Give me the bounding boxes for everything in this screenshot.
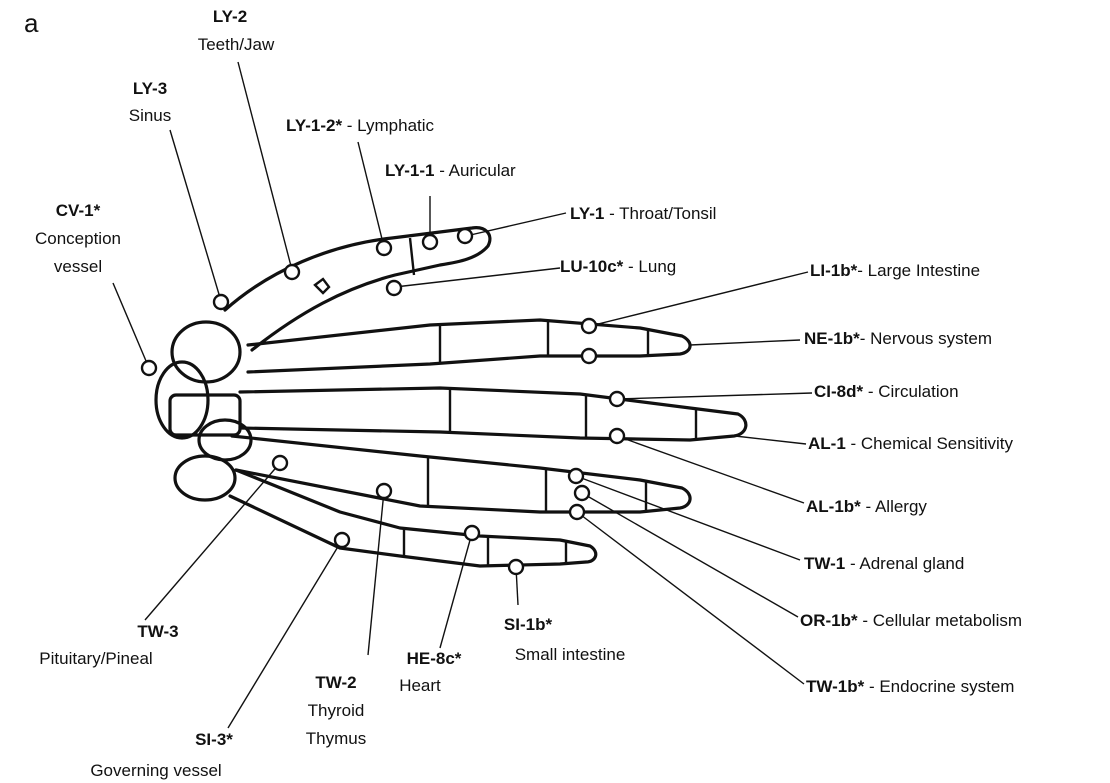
point-tw2 bbox=[377, 484, 391, 498]
label-lu10c: LU-10c* - Lung bbox=[560, 257, 676, 276]
point-al1 bbox=[610, 429, 624, 443]
label-cv1-desc: Conception bbox=[35, 229, 121, 248]
label-si1b-code: SI-1b* bbox=[504, 615, 553, 634]
label-tw1b: TW-1b* - Endocrine system bbox=[806, 677, 1014, 696]
label-he8c-code: HE-8c* bbox=[407, 649, 462, 668]
label-si3-desc: Governing vessel bbox=[90, 761, 221, 780]
point-ly12 bbox=[377, 241, 391, 255]
point-tw1 bbox=[569, 469, 583, 483]
point-ly3 bbox=[214, 295, 228, 309]
label-al1: AL-1 - Chemical Sensitivity bbox=[808, 434, 1013, 453]
label-tw1: TW-1 - Adrenal gland bbox=[804, 554, 964, 573]
label-ly11: LY-1-1 - Auricular bbox=[385, 161, 516, 180]
point-tw1b bbox=[570, 505, 584, 519]
label-al1b: AL-1b* - Allergy bbox=[806, 497, 927, 516]
label-ly2-desc: Teeth/Jaw bbox=[198, 35, 275, 54]
label-tw3-code: TW-3 bbox=[137, 622, 178, 641]
panel-label: a bbox=[24, 8, 39, 38]
label-ly1: LY-1 - Throat/Tonsil bbox=[570, 204, 716, 223]
point-li1b bbox=[582, 319, 596, 333]
point-lu10c bbox=[387, 281, 401, 295]
hand-skeleton bbox=[156, 228, 746, 566]
label-tw3-desc: Pituitary/Pineal bbox=[39, 649, 152, 668]
label-si3-code: SI-3* bbox=[195, 730, 233, 749]
point-tw3 bbox=[273, 456, 287, 470]
label-li1b: LI-1b*- Large Intestine bbox=[810, 261, 980, 280]
point-ci8d bbox=[610, 392, 624, 406]
label-ly12: LY-1-2* - Lymphatic bbox=[286, 116, 435, 135]
label-ly3-code: LY-3 bbox=[133, 79, 167, 98]
middle-finger-bones bbox=[240, 388, 746, 440]
point-or1b bbox=[575, 486, 589, 500]
label-si1b-desc: Small intestine bbox=[515, 645, 626, 664]
label-or1b: OR-1b* - Cellular metabolism bbox=[800, 611, 1022, 630]
carpal-bone-lower bbox=[175, 456, 235, 500]
little-finger-bones bbox=[230, 470, 596, 566]
carpal-bone-upper bbox=[172, 322, 240, 382]
point-he8c bbox=[465, 526, 479, 540]
point-ne1b bbox=[582, 349, 596, 363]
label-ly2-code: LY-2 bbox=[213, 7, 247, 26]
label-tw2-code: TW-2 bbox=[315, 673, 356, 692]
label-ci8d: CI-8d* - Circulation bbox=[814, 382, 959, 401]
label-tw2-desc: Thyroid bbox=[308, 701, 365, 720]
label-ne1b: NE-1b*- Nervous system bbox=[804, 329, 992, 348]
thumb-sesamoid bbox=[315, 279, 329, 293]
carpal-bone-distal bbox=[199, 420, 251, 460]
label-cv1-desc2: vessel bbox=[54, 257, 102, 276]
label-cv1-code: CV-1* bbox=[56, 201, 101, 220]
point-ly2 bbox=[285, 265, 299, 279]
point-si1b bbox=[509, 560, 523, 574]
index-finger-bones bbox=[248, 320, 690, 372]
label-he8c-desc: Heart bbox=[399, 676, 441, 695]
point-cv1 bbox=[142, 361, 156, 375]
thumb-joint bbox=[410, 238, 414, 275]
point-ly11 bbox=[423, 235, 437, 249]
label-tw2-desc2: Thymus bbox=[306, 729, 366, 748]
ring-finger-bones bbox=[232, 436, 690, 512]
point-ly1 bbox=[458, 229, 472, 243]
point-si3 bbox=[335, 533, 349, 547]
label-ly3-desc: Sinus bbox=[129, 106, 172, 125]
